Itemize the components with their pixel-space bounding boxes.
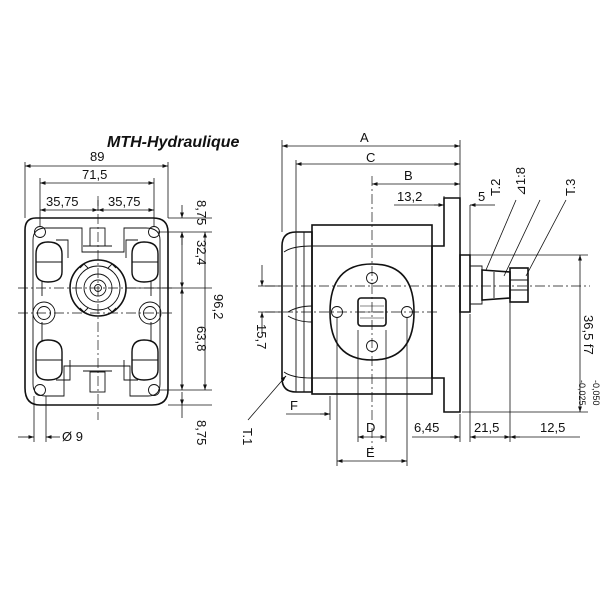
- label-B: B: [404, 168, 413, 183]
- label-T1: T.1: [240, 428, 255, 445]
- tol-top: -0,025: [577, 380, 587, 406]
- dim-shaft-chain: 6,45 21,5 12,5: [412, 300, 580, 442]
- dim-flange-13-2: 13,2: [394, 189, 445, 210]
- dim-35-75-left: 35,75: [46, 194, 79, 209]
- bolt-bottom-left: [35, 339, 63, 381]
- tol-bottom: -0,050: [591, 380, 600, 406]
- brand-title: MTH-Hydraulique: [107, 134, 240, 151]
- dim-A: A: [281, 130, 461, 232]
- label-taper: ⊿1:8: [513, 167, 528, 196]
- label-C: C: [366, 150, 375, 165]
- dim-half-spans: 35,75 35,75: [40, 194, 154, 212]
- dim-63-8: 63,8: [194, 326, 209, 351]
- label-E: E: [366, 445, 375, 460]
- bottom-key-window: [89, 371, 106, 393]
- front-flange: [431, 197, 461, 413]
- dim-12-5: 12,5: [540, 420, 565, 435]
- dim-21-5: 21,5: [474, 420, 499, 435]
- callout-T3: T.3: [525, 179, 578, 277]
- dim-5-label: 5: [478, 189, 485, 204]
- label-T2: T.2: [488, 179, 503, 196]
- dim-pilot-diameter: 36,5 f7 -0,025 -0,050: [462, 254, 600, 413]
- dim-35-75-right: 35,75: [108, 194, 141, 209]
- top-key-window: [89, 227, 106, 247]
- dim-width-total: 89: [24, 149, 169, 218]
- corner-hole-bottom-right: [148, 384, 160, 396]
- corner-hole-top-left: [34, 226, 46, 238]
- dim-bolt-span: 71,5: [39, 167, 155, 226]
- callout-taper: ⊿1:8: [503, 167, 541, 277]
- dim-dia-9: Ø 9: [62, 429, 83, 444]
- dim-D: D: [357, 330, 387, 442]
- corner-hole-bottom-left: [34, 384, 46, 396]
- shaft-hub: [459, 254, 471, 313]
- dim-E: E: [336, 318, 408, 466]
- dim-6-45: 6,45: [414, 420, 439, 435]
- dim-hole-diameter: Ø 9: [18, 396, 83, 444]
- shaft-nut: [509, 267, 529, 303]
- bolt-top-left: [35, 241, 63, 283]
- dim-96-2: 96,2: [211, 294, 226, 319]
- dim-5: 5: [469, 189, 495, 255]
- bolt-top-right: [131, 241, 159, 283]
- dim-B: B: [372, 168, 460, 186]
- dim-36-5-f7: 36,5 f7: [581, 315, 596, 355]
- bolt-bottom-right: [131, 339, 159, 381]
- dim-vertical-chain: 8,75 32,4 63,8 96,2 8,75: [126, 200, 226, 445]
- dim-8-75-bottom: 8,75: [194, 420, 209, 445]
- label-T3: T.3: [563, 179, 578, 196]
- front-body-outline: [24, 217, 169, 406]
- dim-71-5: 71,5: [82, 167, 107, 182]
- dim-port-offset: 15,7: [254, 265, 282, 349]
- label-A: A: [360, 130, 369, 145]
- front-body-inner: [32, 227, 161, 397]
- dim-89: 89: [90, 149, 104, 164]
- dim-F: F: [286, 396, 331, 420]
- tapered-shaft: [481, 269, 511, 301]
- dim-8-75-top: 8,75: [194, 200, 209, 225]
- label-D: D: [366, 420, 375, 435]
- callout-T2: T.2: [485, 179, 517, 271]
- side-view: A C B 13,2 5 T.2 ⊿1:8: [240, 130, 600, 466]
- dim-32-4: 32,4: [194, 240, 209, 265]
- dim-13-2: 13,2: [397, 189, 422, 204]
- dim-15-7: 15,7: [254, 324, 269, 349]
- front-view: 89 71,5 35,75 35,75: [18, 149, 226, 445]
- label-F: F: [290, 398, 298, 413]
- dim-C: C: [295, 150, 460, 232]
- callout-T1: T.1: [240, 375, 287, 445]
